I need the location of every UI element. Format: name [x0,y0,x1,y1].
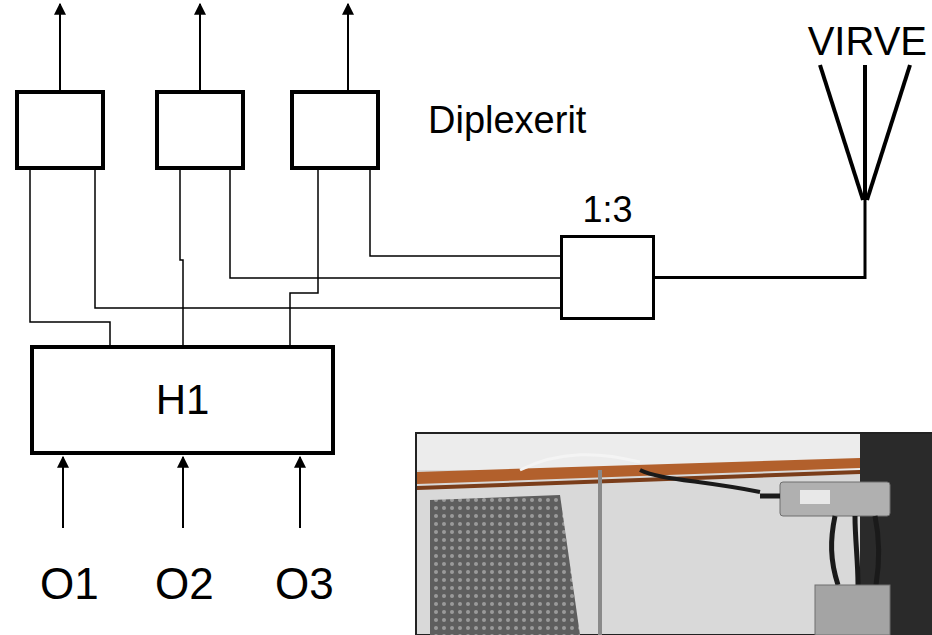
input-label: O1 [40,560,99,608]
connector-line [230,170,560,278]
connector-line [655,200,865,278]
input-arrow [182,457,184,528]
output-arrow [199,4,201,90]
diplexer-box [290,90,380,170]
antenna-element [820,65,863,200]
connector-line [290,170,318,345]
input-label: O3 [275,560,334,608]
input-arrow [299,457,301,528]
input-arrow [62,457,64,528]
connector-line [95,170,560,308]
antenna-symbol: VIRVE [815,65,915,200]
connector-line [30,170,110,345]
splitter-box: 1:3 [560,235,655,320]
antenna-element [863,65,867,200]
output-arrow [347,4,349,90]
splitter-label: 1:3 [582,190,632,230]
diplexer-box [155,90,245,170]
group-label: Diplexerit [428,100,586,142]
connector-line [370,170,560,256]
diplexer-box [15,90,105,170]
antenna-element [867,65,910,200]
antenna-outline [815,65,915,200]
input-label: O2 [155,560,214,608]
connector-line [180,170,183,345]
antenna-label: VIRVE [808,19,927,63]
box-label: H1 [156,377,210,423]
process-box: H1 [30,345,335,455]
output-arrow [59,4,61,90]
installation-photo [416,433,932,635]
